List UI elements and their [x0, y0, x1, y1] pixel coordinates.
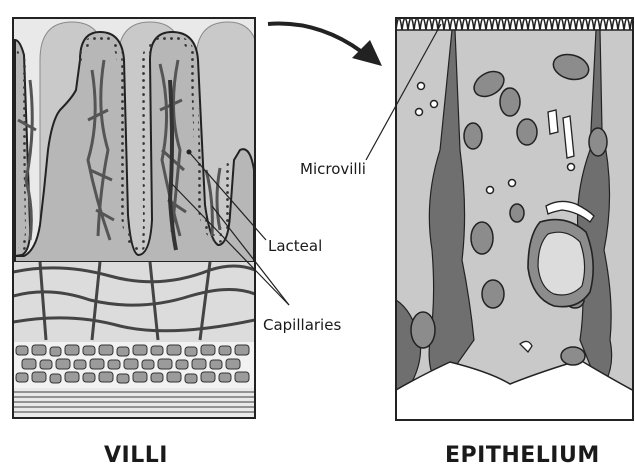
- label-microvilli: Microvilli: [300, 160, 366, 178]
- cobblestone-cells: [16, 345, 249, 383]
- nucleus: [528, 220, 593, 307]
- caption-epithelium: EPITHELIUM: [445, 443, 600, 468]
- lacteal-pointer-dot: [187, 150, 192, 155]
- caption-villi: VILLI: [104, 443, 168, 468]
- zoom-arrow: [268, 24, 382, 66]
- label-lacteal: Lacteal: [268, 237, 322, 255]
- epithelium-panel: [396, 18, 635, 420]
- label-capillaries: Capillaries: [263, 316, 341, 334]
